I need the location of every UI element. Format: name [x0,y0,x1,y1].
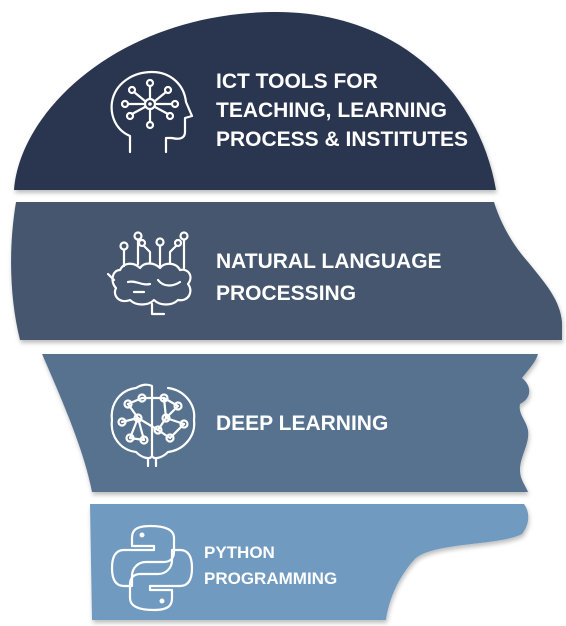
layer-deep-learning-line-1: DEEP LEARNING [216,412,388,435]
layer-deep-learning-band [42,354,538,492]
layer-ict-tools-line-1: ICT TOOLS FOR [216,70,378,93]
layer-ict-tools-line-3: PROCESS & INSTITUTES [216,128,468,151]
layer-python-line-1: PYTHON [204,543,275,562]
layer-python: PYTHON PROGRAMMING [90,504,529,620]
layer-ict-tools-band [14,11,496,191]
head-network-icon [110,70,194,154]
layer-nlp-line-2: PROCESSING [216,282,356,305]
layer-python-band [90,504,529,620]
python-logo-icon [110,524,194,612]
layer-nlp: NATURAL LANGUAGE PROCESSING [11,202,562,340]
layer-python-line-2: PROGRAMMING [204,569,337,588]
layer-deep-learning: DEEP LEARNING [42,354,538,492]
layer-ict-tools: ICT TOOLS FOR TEACHING, LEARNING PROCESS… [14,11,496,191]
layer-ict-tools-line-2: TEACHING, LEARNING [216,99,447,122]
layer-nlp-line-1: NATURAL LANGUAGE [216,250,442,273]
layer-nlp-band [11,202,562,340]
neural-brain-icon [110,383,196,468]
brain-circuit-icon [106,231,192,316]
